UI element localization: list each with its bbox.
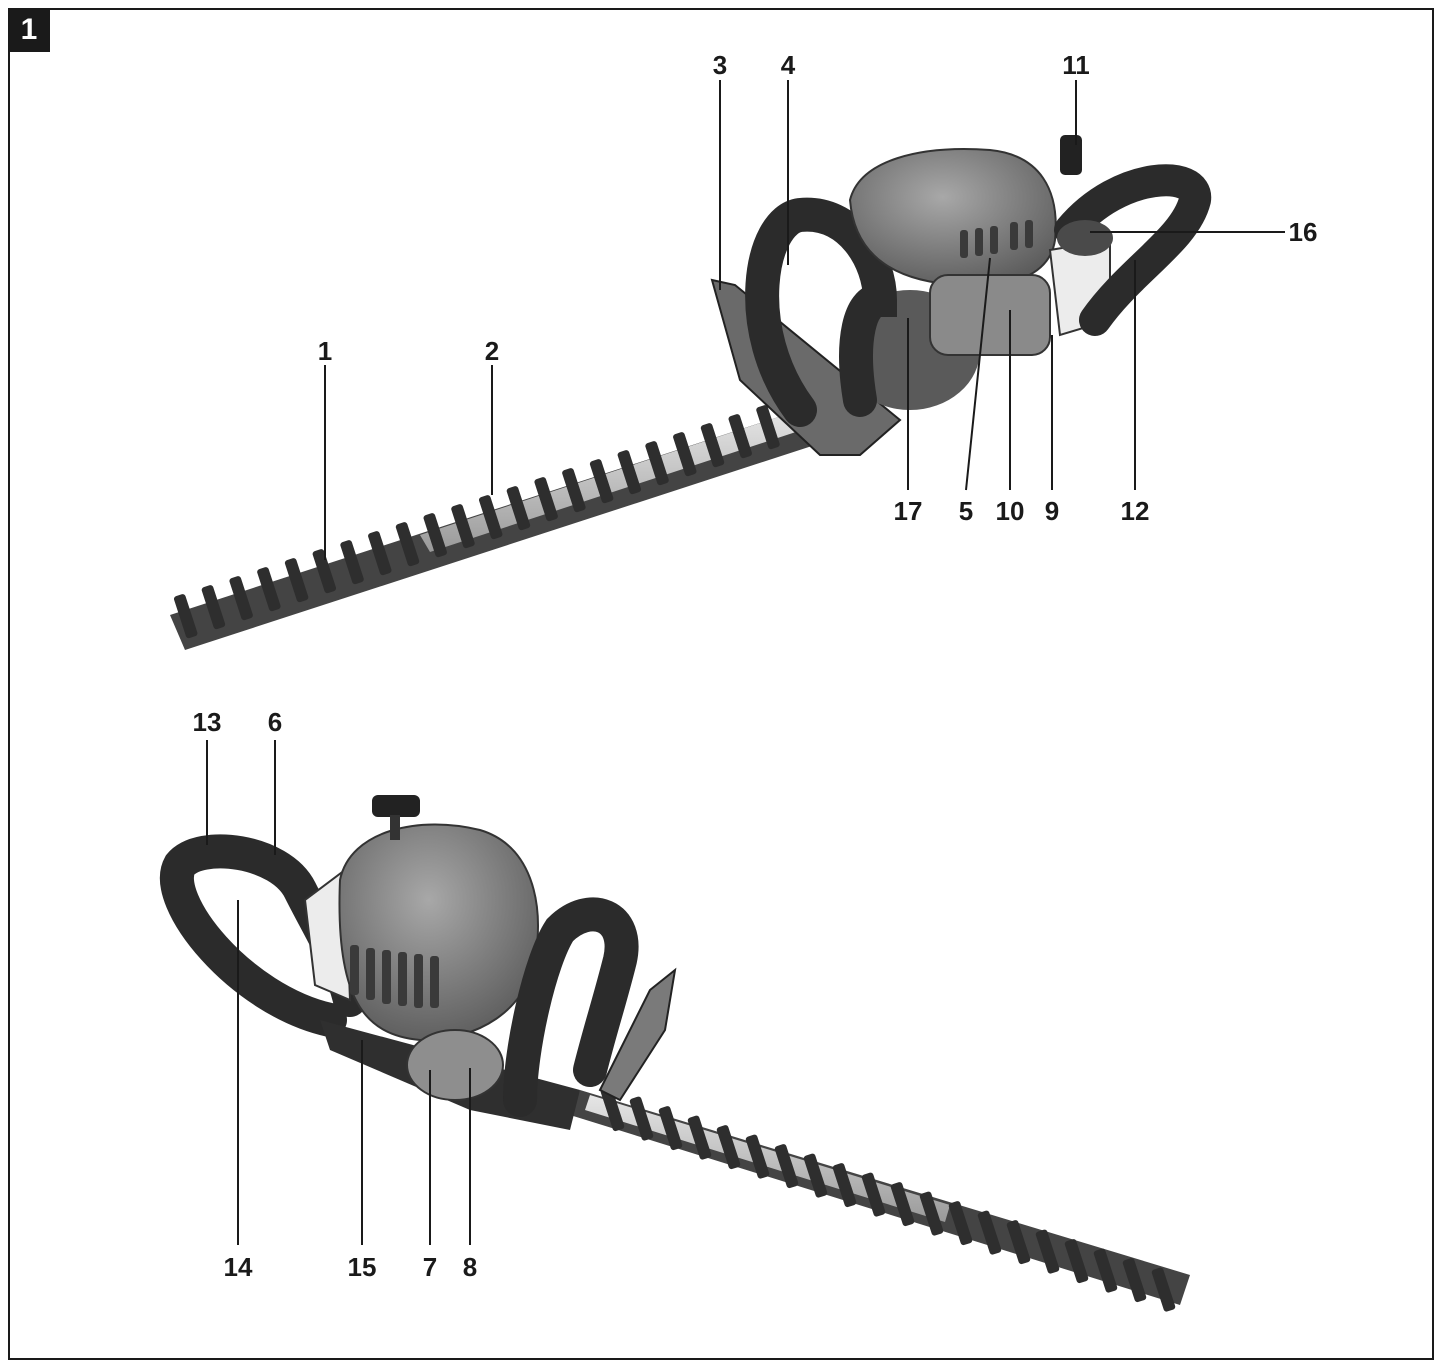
callout-14: 14 (224, 1252, 253, 1282)
callout-1: 1 (318, 336, 332, 366)
bottom-front-handle (520, 914, 622, 1100)
callout-8: 8 (463, 1252, 477, 1282)
callout-11: 11 (1062, 50, 1090, 80)
callout-15: 15 (348, 1252, 377, 1282)
callout-16: 16 (1289, 217, 1318, 247)
bottom-engine-cover (339, 824, 537, 1040)
top-throttle-lever (1057, 220, 1113, 256)
top-trimmer-illustration (170, 135, 1195, 650)
top-air-filter-cover (930, 275, 1050, 355)
callout-12: 12 (1121, 496, 1150, 526)
bottom-clutch-housing (407, 1030, 503, 1100)
callout-2: 2 (485, 336, 499, 366)
callout-5: 5 (959, 496, 973, 526)
callout-10: 10 (996, 496, 1025, 526)
bottom-starter-cord (390, 815, 400, 840)
callout-6: 6 (268, 707, 282, 737)
callout-4: 4 (781, 50, 796, 80)
callout-13: 13 (193, 707, 222, 737)
leader-lines (207, 80, 1285, 1245)
callout-9: 9 (1045, 496, 1059, 526)
bottom-starter-grip (372, 795, 420, 817)
callout-7: 7 (423, 1252, 437, 1282)
bottom-trimmer-illustration (177, 795, 1190, 1312)
callout-17: 17 (894, 496, 923, 526)
callout-3: 3 (713, 50, 727, 80)
bottom-cutting-blade (570, 1086, 1190, 1312)
top-starter-grip (1060, 135, 1082, 175)
